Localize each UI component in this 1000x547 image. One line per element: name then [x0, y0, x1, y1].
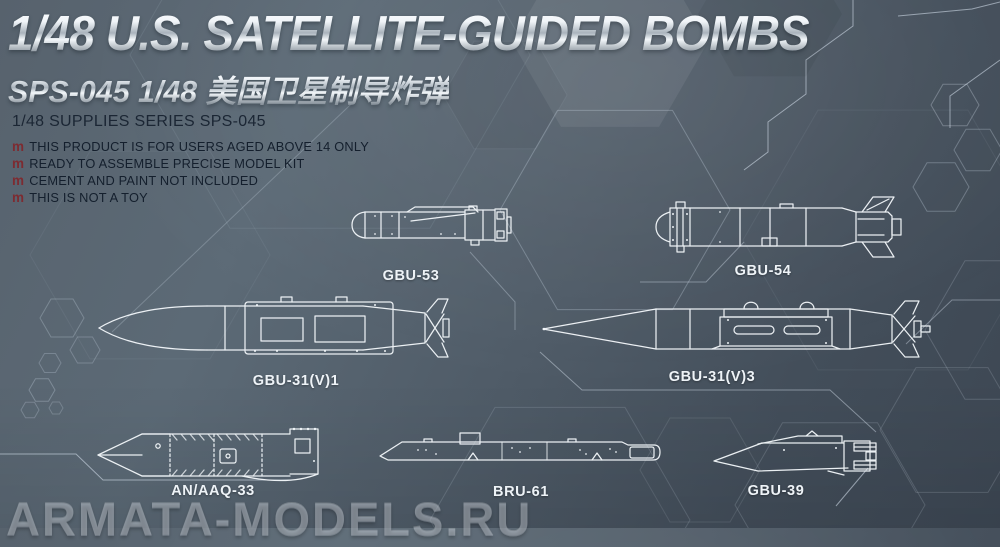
page-subtitle-chinese: SPS-045 1/48 美国卫星制导炸弹: [8, 66, 449, 111]
gbu-53-label: GBU-53: [382, 268, 440, 284]
note-text: CEMENT AND PAINT NOT INCLUDED: [29, 173, 259, 188]
gbu-31v3-drawing: [538, 296, 936, 362]
note-line: m CEMENT AND PAINT NOT INCLUDED: [12, 172, 369, 189]
note-line: m THIS PRODUCT IS FOR USERS AGED ABOVE 14…: [12, 138, 369, 155]
meng-logo-bullet-icon: m: [12, 190, 25, 205]
meng-logo-bullet-icon: m: [12, 173, 25, 188]
bru-61-drawing: [372, 430, 670, 470]
gbu-31v1-drawing: [93, 296, 450, 360]
watermark: ARMATA-MODELS.RU: [6, 493, 533, 546]
note-text: THIS IS NOT A TOY: [29, 190, 148, 205]
note-line: m THIS IS NOT A TOY: [12, 189, 369, 206]
series-line: 1/48 SUPPLIES SERIES SPS-045: [12, 113, 266, 130]
an-aaq-33-label: AN/AAQ-33: [171, 483, 255, 499]
safety-notes: m THIS PRODUCT IS FOR USERS AGED ABOVE 14…: [12, 138, 369, 206]
gbu-39-drawing: [708, 428, 880, 482]
bru-61-label: BRU-61: [493, 484, 549, 500]
note-line: m READY TO ASSEMBLE PRECISE MODEL KIT: [12, 155, 369, 172]
gbu-54-drawing: [650, 192, 908, 262]
gbu-53-drawing: [345, 200, 513, 252]
gbu-39-label: GBU-39: [747, 483, 805, 499]
meng-logo-bullet-icon: m: [12, 156, 25, 171]
gbu-54-label: GBU-54: [734, 263, 792, 279]
hex-circuit-pattern: [0, 0, 1000, 507]
gbu-31v1-label: GBU-31(V)1: [252, 373, 340, 389]
meng-logo-bullet-icon: m: [12, 139, 25, 154]
gbu-31v3-label: GBU-31(V)3: [668, 369, 756, 385]
an-aaq-33-drawing: [92, 424, 320, 486]
note-text: THIS PRODUCT IS FOR USERS AGED ABOVE 14 …: [29, 139, 369, 154]
note-text: READY TO ASSEMBLE PRECISE MODEL KIT: [29, 156, 305, 171]
page-title: 1/48 U.S. SATELLITE-GUIDED BOMBS: [8, 7, 810, 61]
